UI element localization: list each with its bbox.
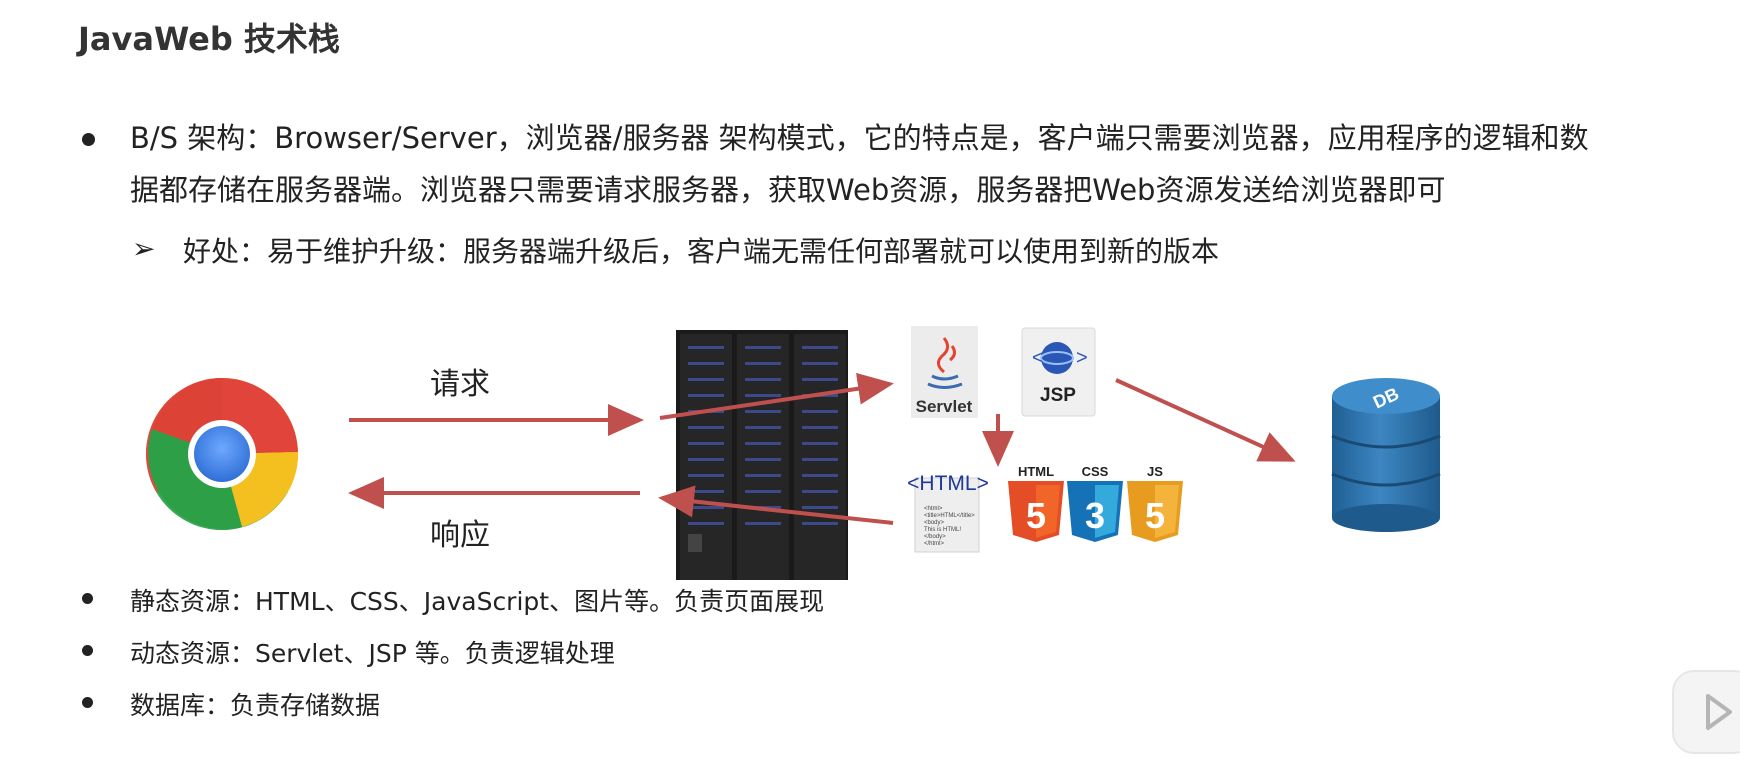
request-label: 请求 [430,367,490,402]
html-snippet-line: </body> [924,534,946,540]
html-snippet-line: <body> [924,520,945,526]
js-logo-icon: JS 5 [1127,464,1183,542]
sub-bullet-arrow-icon: ➢ [132,232,156,265]
bullet-dot [82,697,93,708]
jsp-to-db-arrow [1115,378,1296,462]
svg-text:3: 3 [1085,495,1105,536]
database-icon: DB [1331,378,1441,532]
js-label: JS [1147,464,1163,479]
bullet-dot [82,133,95,146]
play-icon [1706,694,1732,730]
server-to-servlet-arrow [659,372,894,420]
benefit-text: 好处：易于维护升级：服务器端升级后，客户端无需任何部署就可以使用到新的版本 [183,235,1220,268]
bullet-dot [82,645,93,656]
html5-logo-icon: HTML 5 [1008,464,1064,542]
svg-text:>: > [1076,347,1088,369]
html5-label: HTML [1018,464,1054,479]
servlet-label: Servlet [916,397,973,416]
server-rack-icon [676,330,848,580]
static-resources-item: 静态资源：HTML、CSS、JavaScript、图片等。负责页面展现 [130,587,825,616]
bs-line-2: 据都存储在服务器端。浏览器只需要请求服务器，获取Web资源，服务器把Web资源发… [130,173,1446,207]
dynamic-resources-item: 动态资源：Servlet、JSP 等。负责逻辑处理 [130,639,615,668]
bs-line-1: B/S 架构：Browser/Server，浏览器/服务器 架构模式，它的特点是… [130,121,1589,155]
svg-text:<: < [1032,347,1044,369]
html-snippet-line: </html> [924,541,945,547]
jsp-icon: < > JSP [1021,327,1096,417]
jsp-label: JSP [1040,385,1076,406]
html-document-icon: <HTML> <html> <title>HTML</title> <body>… [907,472,989,553]
response-label: 响应 [430,518,490,553]
database-item: 数据库：负责存储数据 [130,691,381,720]
svg-text:5: 5 [1026,495,1046,536]
page-title: JavaWeb 技术栈 [78,20,340,58]
html-snippet-line: This is HTML! [924,527,961,533]
servlet-icon: Servlet [911,326,978,418]
bullet-dot [82,593,93,604]
play-button[interactable] [1672,670,1740,754]
chrome-browser-icon [146,378,299,530]
html-doc-label: <HTML> [907,472,989,495]
html-snippet-line: <title>HTML</title> [924,513,975,519]
css3-logo-icon: CSS 3 [1067,464,1123,542]
html-snippet-line: <html> [924,506,943,512]
css3-label: CSS [1082,464,1109,479]
html-to-server-arrow [658,485,894,525]
svg-text:5: 5 [1145,495,1165,536]
